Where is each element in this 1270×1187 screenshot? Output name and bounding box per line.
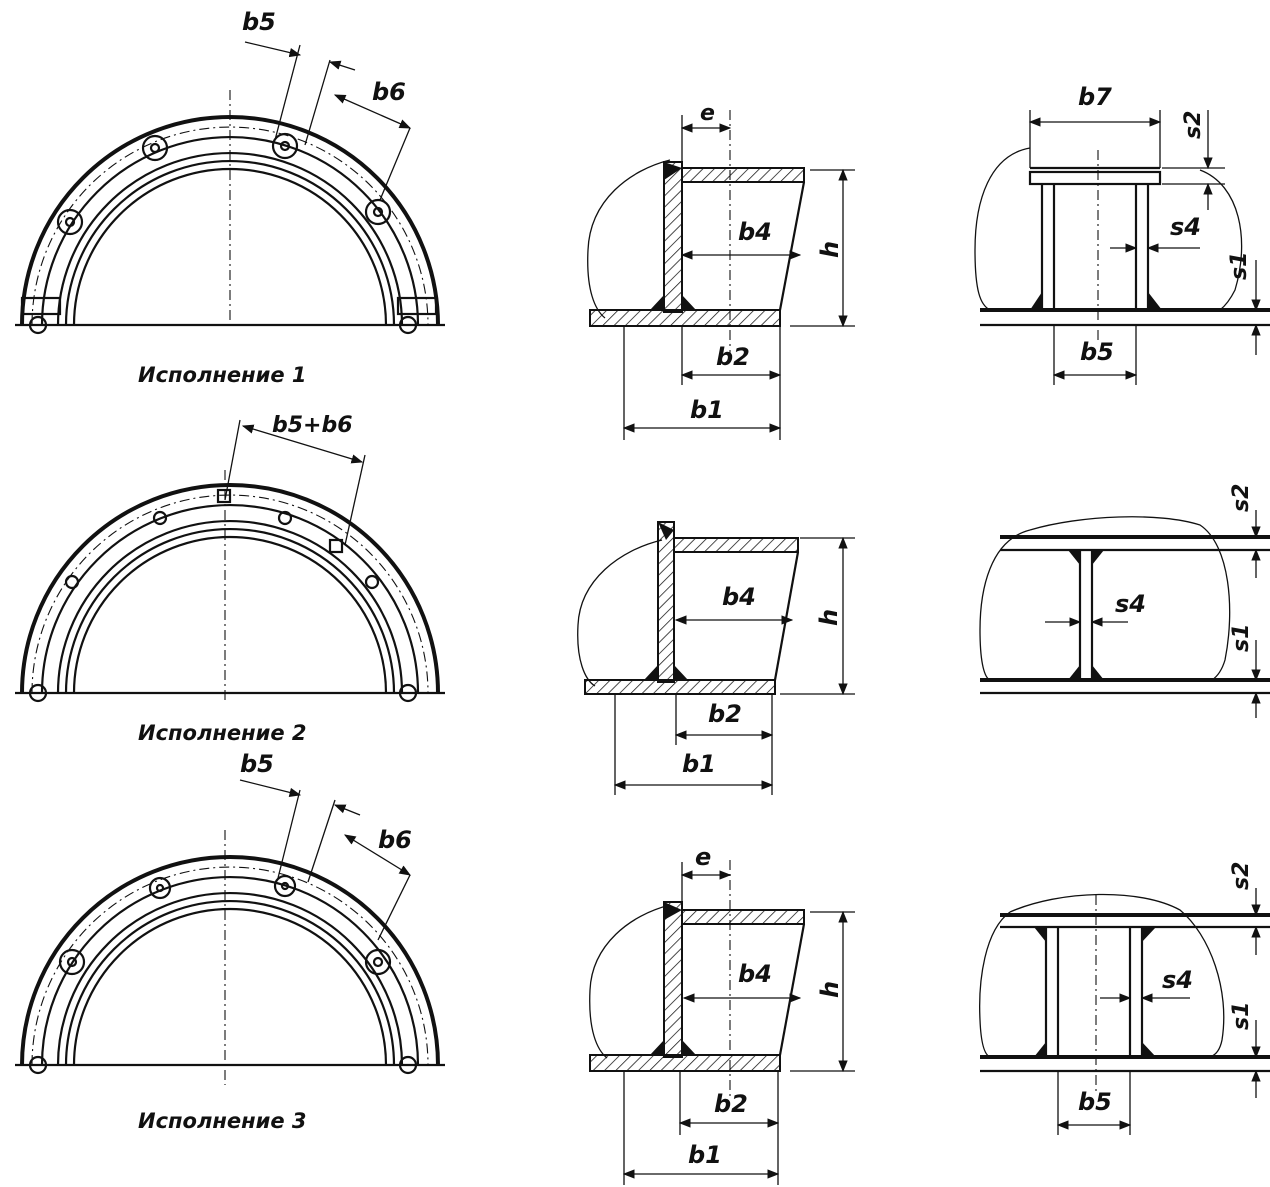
- label-b2-s1: b2: [716, 343, 750, 371]
- label-b6-v1: b6: [372, 78, 406, 106]
- label-b6-v3: b6: [378, 826, 412, 854]
- stiffener-view-3: [979, 888, 1270, 1135]
- label-b4-s3: b4: [738, 960, 772, 988]
- label-b5-r1: b5: [1080, 338, 1114, 366]
- label-s2-r2: s2: [1229, 484, 1254, 512]
- label-b5b6-v2: b5+b6: [272, 413, 353, 438]
- caption-version-3: Исполнение 3: [138, 1109, 306, 1133]
- label-b5-r3: b5: [1078, 1088, 1112, 1116]
- ring-view-2: [15, 419, 445, 703]
- label-b1-s2: b1: [682, 750, 716, 778]
- label-h-s3: h: [816, 981, 844, 998]
- ring-view-3: [15, 779, 445, 1085]
- label-s1-r1: s1: [1227, 252, 1252, 280]
- label-s1-r3: s1: [1229, 1002, 1254, 1030]
- label-s4-r1: s4: [1170, 213, 1201, 241]
- label-e-s1: e: [700, 101, 715, 126]
- label-s1-r2: s1: [1229, 624, 1254, 652]
- label-e-s3: e: [695, 843, 711, 871]
- label-b5-v3: b5: [240, 750, 274, 778]
- label-s2-r3: s2: [1229, 862, 1254, 890]
- label-s4-r3: s4: [1162, 966, 1193, 994]
- caption-version-1: Исполнение 1: [138, 363, 306, 387]
- label-b7-r1: b7: [1078, 83, 1112, 111]
- label-b1-s1: b1: [690, 396, 724, 424]
- caption-version-2: Исполнение 2: [138, 721, 306, 745]
- label-b5-v1: b5: [242, 8, 276, 36]
- stiffener-view-2: [979, 510, 1270, 718]
- section-view-1: [587, 110, 855, 440]
- ring-view-1: [15, 41, 445, 335]
- label-b2-s3: b2: [714, 1090, 748, 1118]
- label-s2-r1: s2: [1181, 111, 1206, 139]
- label-h-s1: h: [816, 241, 844, 258]
- label-s4-r2: s4: [1115, 590, 1146, 618]
- label-h-s2: h: [815, 609, 843, 626]
- section-view-2: [577, 521, 855, 795]
- label-b4-s2: b4: [722, 583, 756, 611]
- stiffener-view-1: [974, 110, 1270, 385]
- label-b1-s3: b1: [688, 1141, 722, 1169]
- label-b2-s2: b2: [708, 700, 742, 728]
- section-view-3: [589, 860, 855, 1185]
- label-b4-s1: b4: [738, 218, 772, 246]
